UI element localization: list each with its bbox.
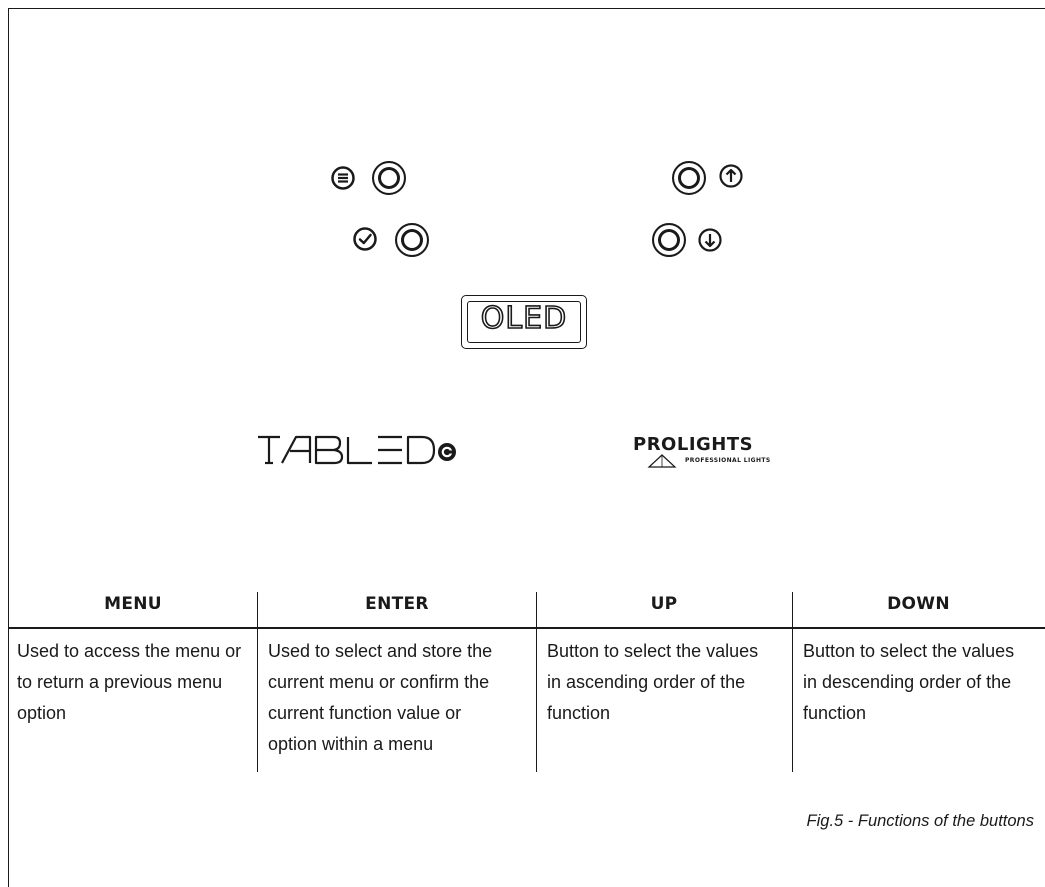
oled-label: OLED	[480, 300, 568, 337]
control-panel-diagram: OLED PROLIGHTS	[258, 161, 813, 474]
menu-button[interactable]	[372, 161, 406, 195]
cell-up-description: Button to select the values in ascending…	[547, 636, 789, 729]
arrow-down-icon	[698, 228, 722, 252]
header-enter: ENTER	[365, 594, 429, 614]
check-icon	[353, 227, 377, 251]
text-line: in descending order of the	[803, 672, 1012, 692]
arrow-up-icon	[719, 164, 743, 188]
page-frame	[8, 8, 1045, 887]
functions-table-header: MENU ENTER UP DOWN	[8, 584, 1045, 626]
text-line: option within a menu	[268, 734, 434, 754]
text-line: option	[17, 703, 67, 723]
figure-caption: Fig.5 - Functions of the buttons	[806, 812, 1034, 830]
cell-menu-description: Used to access the menu or to return a p…	[17, 636, 253, 729]
prolights-triangle-mark	[647, 454, 677, 468]
cell-enter-description: Used to select and store the current men…	[268, 636, 532, 760]
enter-button[interactable]	[395, 223, 429, 257]
text-line: Button to select the values	[547, 641, 759, 661]
text-line: in ascending order of the	[547, 672, 746, 692]
header-down: DOWN	[887, 594, 950, 614]
column-divider	[257, 592, 258, 772]
prolights-tagline: PROFESSIONAL LIGHTS	[685, 457, 771, 464]
menu-icon	[331, 166, 355, 190]
text-line: current menu or confirm the	[268, 672, 490, 692]
prolights-brand: PROLIGHTS	[633, 434, 754, 455]
text-line: Used to select and store the	[268, 641, 493, 661]
oled-bezel	[467, 301, 581, 343]
table-header-rule	[8, 627, 1045, 629]
tabled-logo	[258, 435, 456, 465]
column-divider	[792, 592, 793, 772]
text-line: current function value or	[268, 703, 462, 723]
oled-display: OLED	[461, 295, 587, 349]
text-line: function	[547, 703, 611, 723]
text-line: function	[803, 703, 867, 723]
up-button[interactable]	[672, 161, 706, 195]
text-line: Button to select the values	[803, 641, 1015, 661]
cell-down-description: Button to select the values in descendin…	[803, 636, 1041, 729]
prolights-logo: PROLIGHTS PROFESSIONAL LIGHTS	[633, 434, 813, 474]
header-menu: MENU	[104, 594, 162, 614]
header-up: UP	[650, 594, 678, 614]
column-divider	[536, 592, 537, 772]
text-line: Used to access the menu or	[17, 641, 242, 661]
down-button[interactable]	[652, 223, 686, 257]
text-line: to return a previous menu	[17, 672, 223, 692]
